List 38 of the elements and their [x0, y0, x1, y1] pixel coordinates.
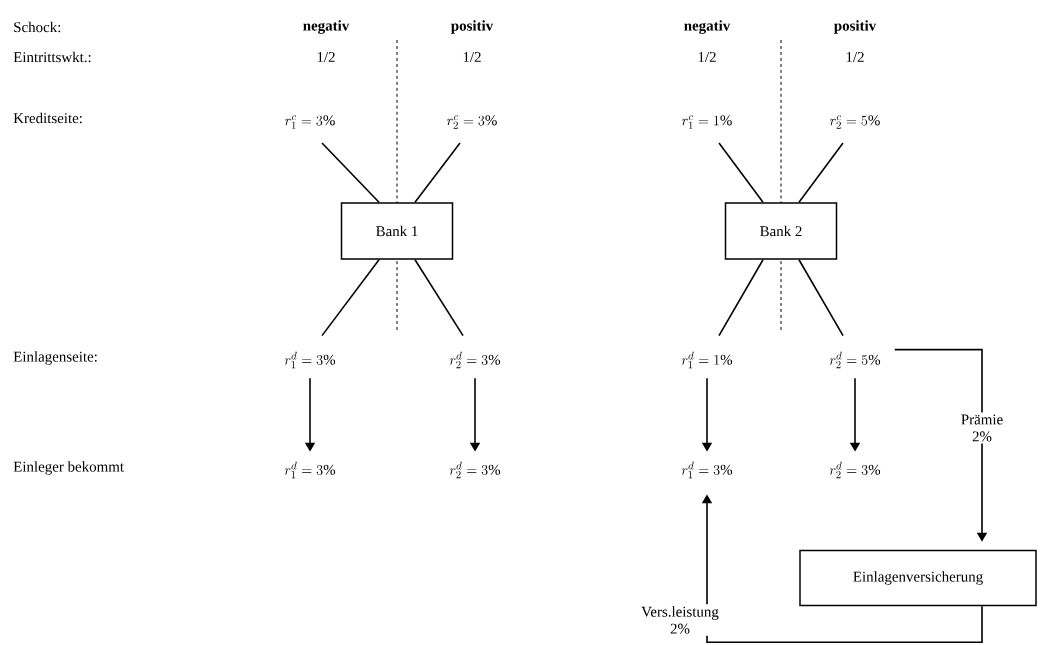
rate-formula: $r_2^d = 5\%$ [829, 351, 881, 369]
row-label: Kreditseite: [13, 112, 82, 124]
rate-formula: $r_1^d = 3\%$ [681, 461, 733, 479]
rate-formula: $r_2^d = 3\%$ [829, 461, 881, 479]
column-heading: positiv [451, 20, 494, 34]
probability-label: 1/2 [317, 52, 335, 62]
connector-line [414, 142, 461, 204]
insurance-box: Einlagenversicherung [799, 549, 1037, 607]
rate-formula: $r_2^d = 3\%$ [449, 461, 501, 479]
rate-formula: $r_1^d = 1\%$ [681, 351, 733, 369]
bank-box: Bank 2 [724, 202, 838, 260]
connector-line [798, 142, 844, 204]
connector-line [321, 142, 380, 204]
row-label: Einlagenseite: [13, 351, 97, 365]
column-heading: negativ [303, 20, 350, 34]
rate-formula: $r_1^c = 1\%$ [682, 115, 732, 129]
probability-label: 1/2 [698, 52, 716, 62]
rate-formula: $r_1^d = 3\%$ [284, 351, 336, 369]
edge-label: Vers.leistung 2% [628, 604, 732, 636]
rate-formula: $r_1^c = 3\%$ [285, 115, 335, 129]
rate-formula: $r_1^d = 3\%$ [284, 461, 336, 479]
rate-formula: $r_2^c = 5\%$ [830, 115, 880, 129]
connector-line [414, 258, 464, 337]
column-heading: negativ [684, 20, 731, 34]
bank-box: Bank 1 [340, 202, 454, 260]
row-label: Einleger bekommt [13, 461, 124, 475]
edge-label: Prämie 2% [954, 412, 1010, 444]
connector-line [718, 142, 764, 204]
connector-line [718, 258, 764, 337]
connector-line [321, 258, 380, 337]
connector-line [798, 258, 844, 337]
rate-formula: $r_2^c = 3\%$ [447, 115, 497, 129]
row-label: Schock: [14, 21, 61, 33]
column-heading: positiv [834, 20, 877, 34]
probability-label: 1/2 [463, 52, 481, 62]
rate-formula: $r_2^d = 3\%$ [449, 351, 501, 369]
probability-label: 1/2 [846, 52, 864, 62]
row-label: Eintrittswkt.: [13, 51, 91, 63]
